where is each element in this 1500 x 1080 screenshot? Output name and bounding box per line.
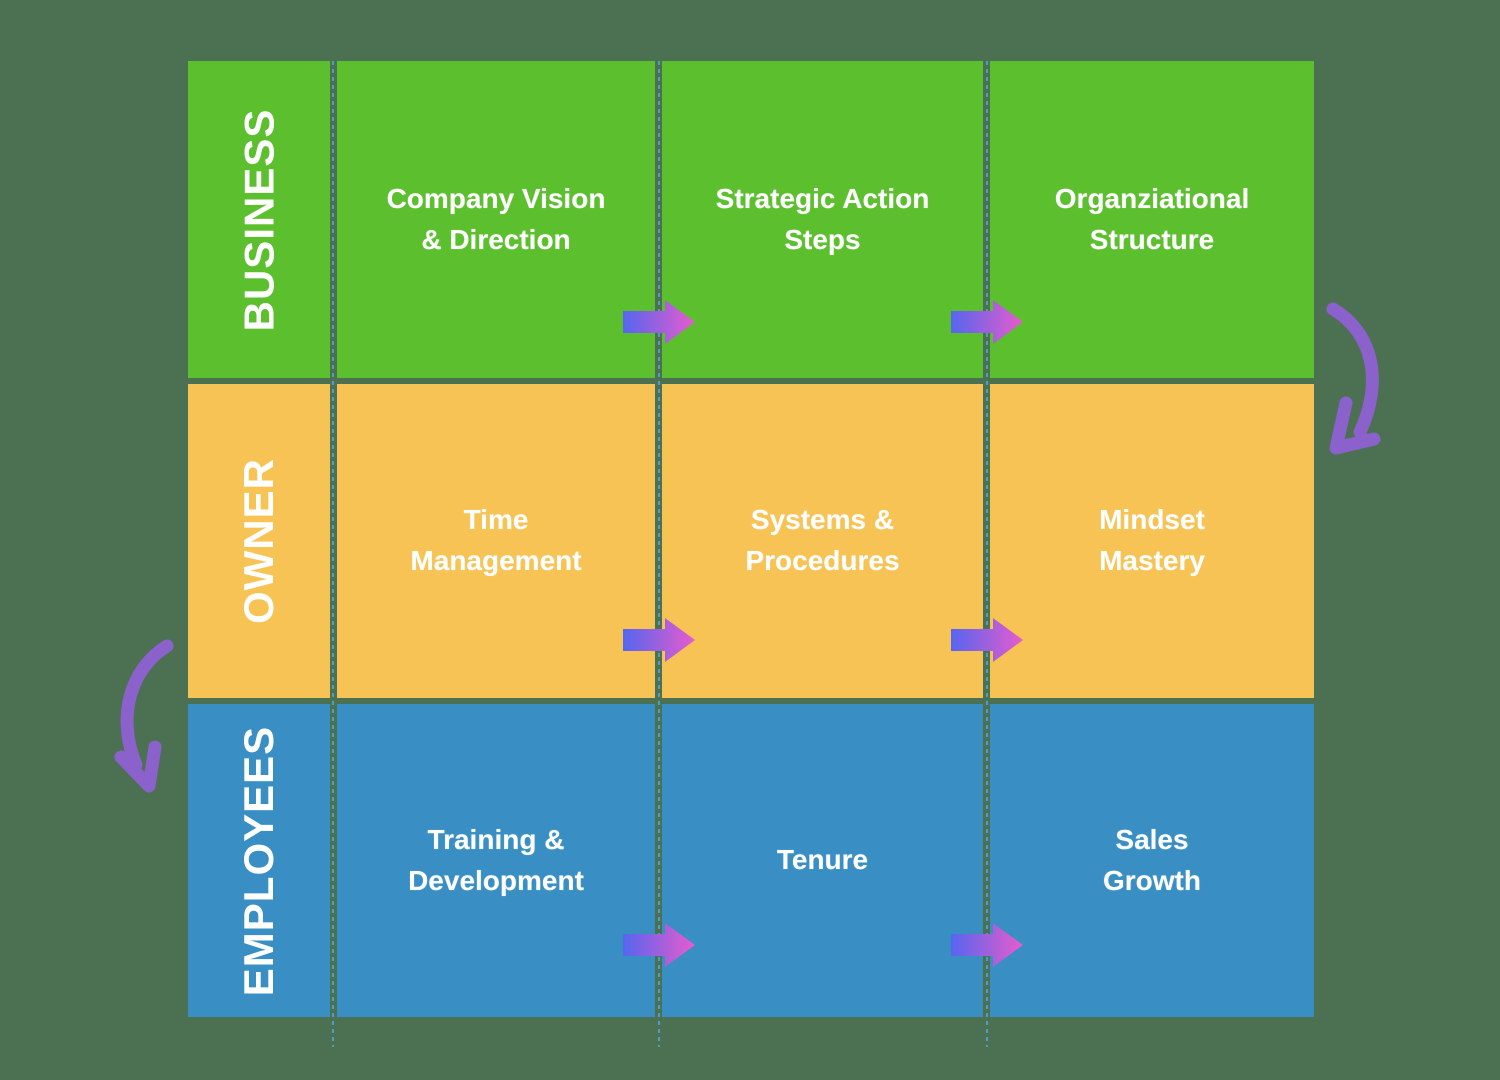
cell-organziational-structure: Organziational Structure [990, 61, 1314, 378]
cell-strategic-action-steps: Strategic Action Steps [662, 61, 983, 378]
cell-label: Organziational Structure [1054, 182, 1250, 255]
cell-training-development: Training & Development [337, 704, 655, 1017]
row-header-employees: EMPLOYEES [188, 704, 330, 1017]
flow-arrow-icon [623, 300, 695, 344]
cell-company-vision-direction: Company Vision & Direction [337, 61, 655, 378]
cell-label: Systems & Procedures [745, 504, 900, 576]
row-header-business: BUSINESS [188, 61, 330, 378]
dashed-divider-line [986, 61, 988, 1047]
cell-mindset-mastery: Mindset Mastery [990, 384, 1314, 698]
dashed-divider-line [658, 61, 660, 1047]
cell-tenure: Tenure [662, 704, 983, 1017]
cell-label: Strategic Action Steps [715, 182, 930, 255]
cell-label: Tenure [776, 844, 869, 876]
flow-arrow-icon [951, 300, 1023, 344]
cell-label: Sales Growth [1103, 823, 1201, 896]
flow-arrow-icon [951, 618, 1023, 662]
flow-arrow-icon [951, 923, 1023, 967]
row-header-owner-label: OWNER [235, 458, 282, 624]
dashed-divider-line [332, 61, 334, 1047]
flow-arrow-icon [623, 923, 695, 967]
row-header-business-label: BUSINESS [235, 108, 282, 331]
cell-label: Company Vision & Direction [386, 182, 606, 255]
curved-arrow-right-icon [1326, 302, 1381, 455]
cell-label: Training & Development [408, 823, 584, 896]
cell-label: Mindset Mastery [1099, 504, 1205, 576]
cell-sales-growth: Sales Growth [990, 704, 1314, 1017]
row-header-employees-label: EMPLOYEES [235, 725, 282, 996]
cell-time-management: Time Management [337, 384, 655, 698]
cell-systems-procedures: Systems & Procedures [662, 384, 983, 698]
row-header-owner: OWNER [188, 384, 330, 698]
curved-arrow-left-icon [114, 639, 174, 793]
flow-arrow-icon [623, 618, 695, 662]
cell-label: Time Management [410, 504, 582, 576]
business-owner-employees-matrix: BUSINESS Company Vision & Direction Stra… [188, 61, 1314, 1017]
